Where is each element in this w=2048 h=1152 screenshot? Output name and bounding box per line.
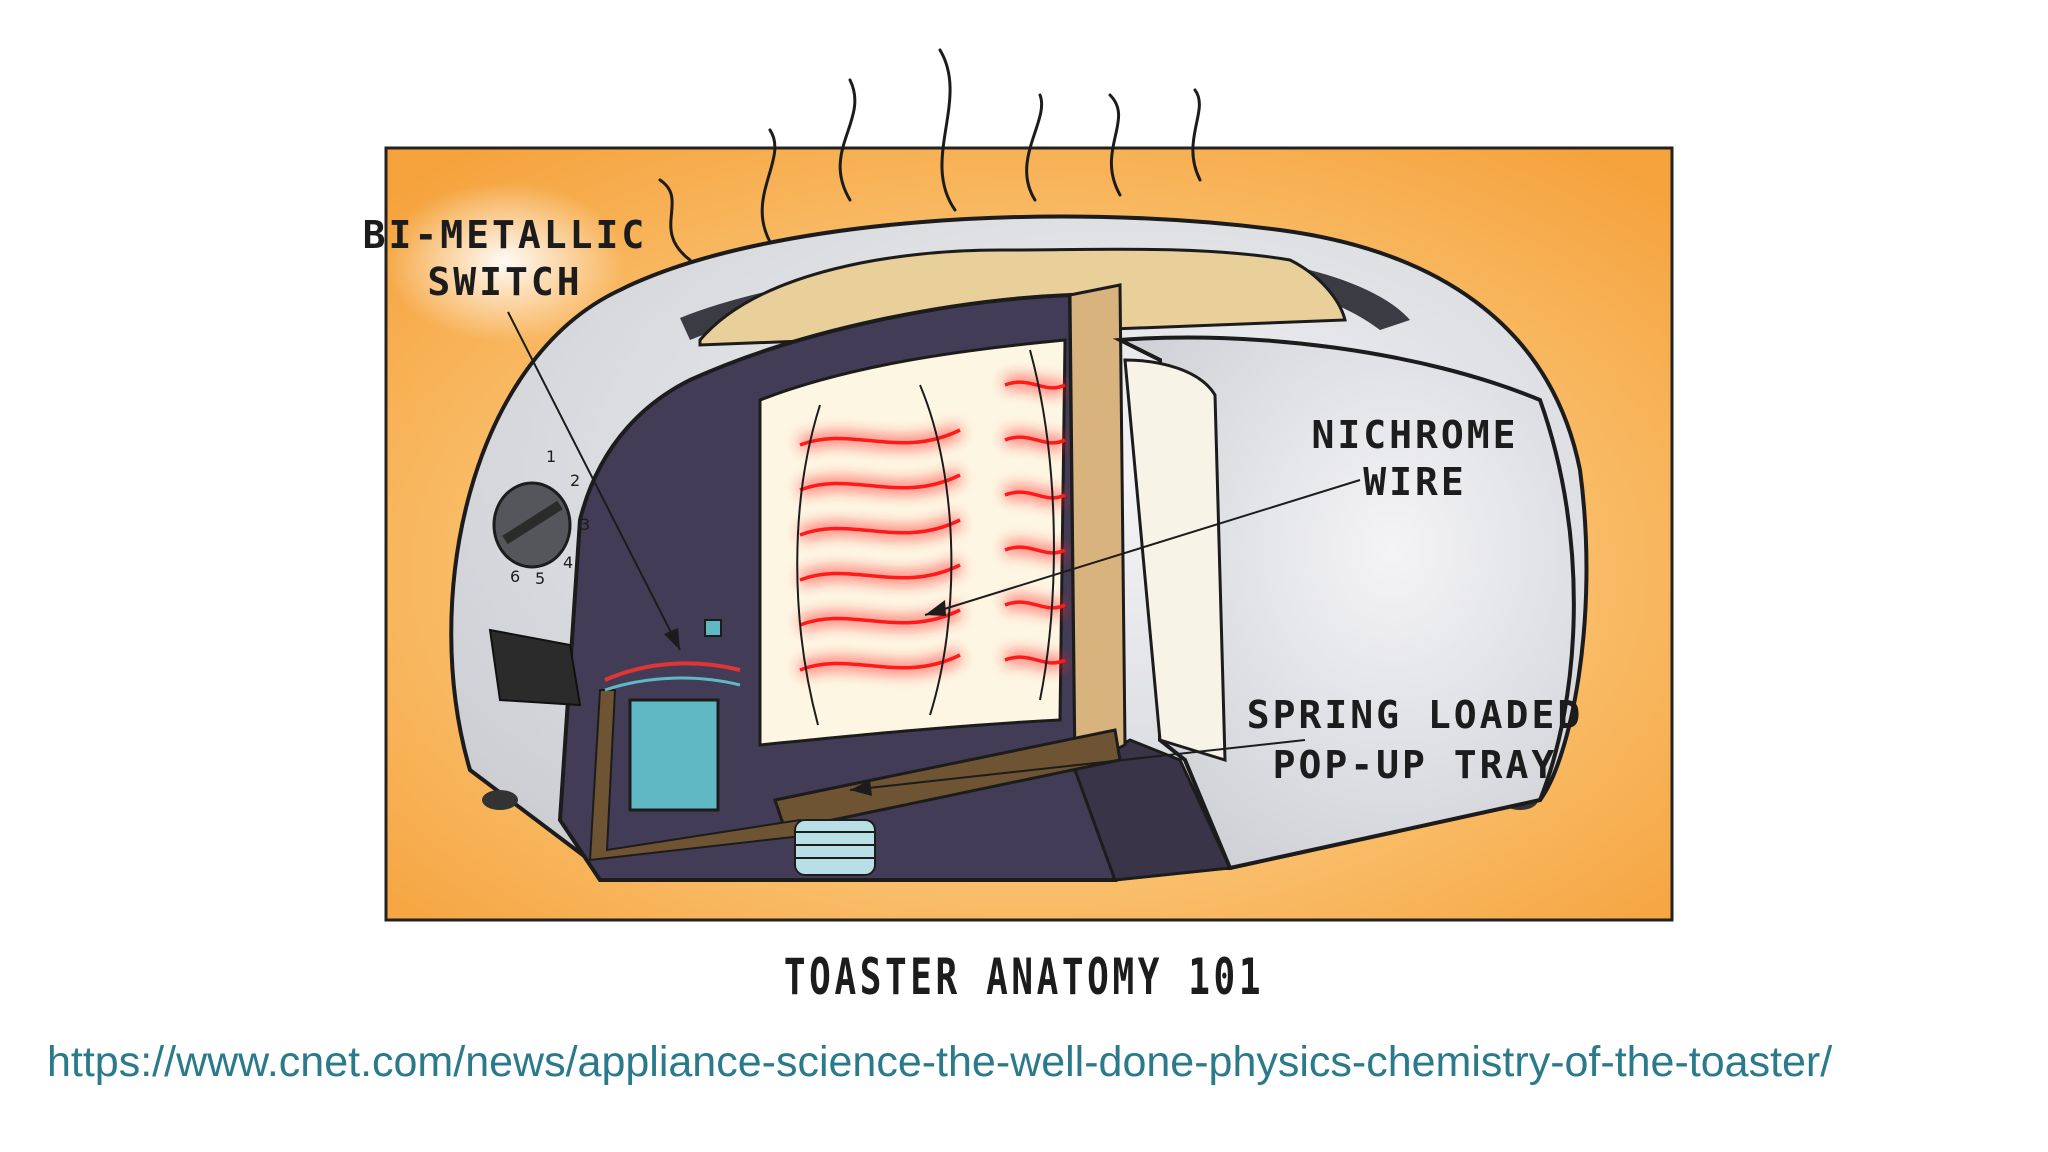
leader-line-tray xyxy=(849,739,1306,791)
nichrome-wire xyxy=(799,380,1066,672)
label-nichrome-line2: WIRE xyxy=(1363,460,1467,504)
lever-handle xyxy=(488,628,582,707)
label-bimetallic-line2: SWITCH xyxy=(427,260,582,304)
toaster-side-panel xyxy=(1112,335,1576,871)
spring-icon xyxy=(794,819,876,876)
leader-line-nichrome xyxy=(924,479,1361,616)
label-tray-line2: POP-UP TRAY xyxy=(1273,743,1558,787)
dial-number: 4 xyxy=(563,553,573,572)
dial-number: 5 xyxy=(535,569,545,588)
bimetallic-switch xyxy=(628,698,720,812)
toaster-side-inner xyxy=(1123,358,1227,763)
dial-number: 6 xyxy=(510,567,520,586)
switch-wire xyxy=(604,676,741,692)
label-glow xyxy=(385,182,625,342)
toaster-foot xyxy=(482,790,518,810)
dial-numbers: 1 2 3 4 5 6 xyxy=(510,447,590,588)
diagram-caption: TOASTER ANATOMY 101 xyxy=(783,948,1265,1006)
bimetallic-contact xyxy=(704,619,722,637)
leader-line-bimetallic xyxy=(507,311,681,651)
dial-number: 2 xyxy=(570,471,580,490)
leader-arrowheads xyxy=(664,600,946,796)
label-bimetallic-line1: BI-METALLIC xyxy=(363,213,648,257)
switch-wire xyxy=(604,661,741,682)
dial-knob xyxy=(492,481,572,569)
steam-icon xyxy=(658,48,1202,262)
wire-support xyxy=(796,349,1055,726)
dial-number: 3 xyxy=(580,515,590,534)
bread-slice-edge xyxy=(1068,283,1127,773)
label-tray-line1: SPRING LOADED xyxy=(1247,693,1583,737)
dial-number: 1 xyxy=(546,447,556,466)
leader-lines xyxy=(507,311,1361,791)
label-nichrome-line1: NICHROME xyxy=(1311,413,1518,457)
source-url-link[interactable]: https://www.cnet.com/news/appliance-scie… xyxy=(47,1038,1833,1086)
